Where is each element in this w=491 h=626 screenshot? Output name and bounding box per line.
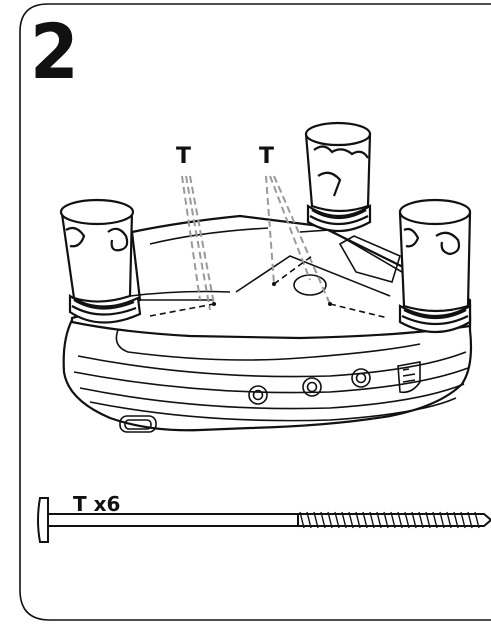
step-number: 2: [30, 7, 79, 96]
barrel-right: [398, 198, 472, 333]
screw-callout-right: T: [259, 144, 275, 169]
screw-callout-left: T: [176, 144, 192, 169]
barrel-left: [59, 198, 142, 324]
screw-thread: [299, 511, 480, 529]
barrel-center: [304, 121, 372, 232]
screw-guide-lines: [181, 175, 331, 311]
panel-border: [19, 3, 491, 621]
screw-quantity-label: T x6: [73, 492, 121, 516]
